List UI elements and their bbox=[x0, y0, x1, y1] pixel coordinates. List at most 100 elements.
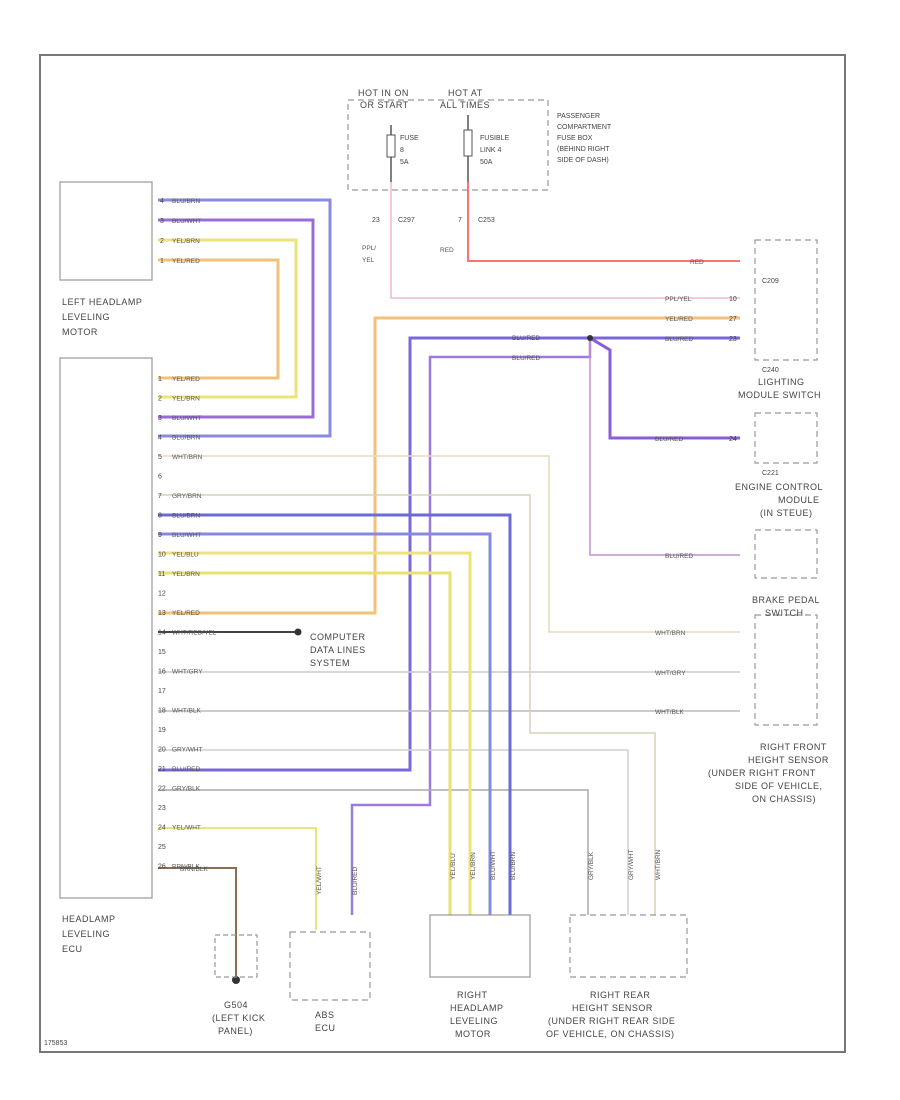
ecu-pin-21: 21 bbox=[158, 766, 166, 773]
ecu-pin-26: 26 bbox=[158, 864, 166, 871]
ecu-wire-18: WHT/BLK bbox=[172, 708, 202, 715]
tag-ppl-yel-right: PPL/YEL bbox=[665, 296, 692, 303]
rf-label-5: ON CHASSIS) bbox=[752, 794, 816, 804]
abs-box bbox=[289, 931, 371, 1001]
motor-wire-1: YEL/RED bbox=[172, 258, 200, 265]
ecu-pin-15: 15 bbox=[158, 649, 166, 656]
right-motor-label-1: RIGHT bbox=[457, 990, 488, 1000]
fuse-label-3: 5A bbox=[400, 159, 409, 166]
ecu-pin-5: 5 bbox=[158, 454, 162, 461]
tag-yel-red: YEL/RED bbox=[665, 316, 693, 323]
ecu-wire-26: BRN/BLK bbox=[172, 864, 200, 871]
rf-sensor-box bbox=[754, 614, 818, 726]
vtag-s2: YEL/BRN bbox=[470, 852, 477, 880]
wires bbox=[158, 182, 740, 980]
vtag-s4: BLU/BRN bbox=[510, 852, 517, 880]
wire-yel-red bbox=[158, 316, 740, 615]
computer-label-2: DATA LINES bbox=[310, 645, 366, 655]
fuse-right-icon bbox=[463, 129, 473, 157]
tag-ground-wire: BRN/BLK bbox=[180, 866, 208, 873]
vtag-s1: YEL/BLU bbox=[450, 853, 457, 880]
rf-label-3: (UNDER RIGHT FRONT bbox=[708, 768, 816, 778]
vtag-s7: WHT/BRN bbox=[655, 849, 662, 880]
wire-ecu9 bbox=[158, 532, 492, 915]
pin-23b: 23 bbox=[729, 336, 737, 343]
engine-label-3: (IN STEUE) bbox=[760, 508, 813, 518]
ground-box bbox=[214, 934, 258, 978]
rr-sensor-box bbox=[569, 914, 688, 978]
right-motor-box bbox=[429, 914, 531, 978]
fuse-left-icon bbox=[386, 134, 396, 158]
ecu-pin-25: 25 bbox=[158, 844, 166, 851]
motor-wire-2: YEL/BRN bbox=[172, 238, 200, 245]
wire-motor-3 bbox=[158, 218, 315, 419]
diagram-frame bbox=[39, 54, 846, 1053]
fusible-label-1: FUSIBLE bbox=[480, 135, 510, 142]
ecu-wire-8: BLU/BRN bbox=[172, 513, 200, 520]
ecu-pin-13: 13 bbox=[158, 610, 166, 617]
hot-all-2: ALL TIMES bbox=[440, 100, 490, 110]
hot-run-2: OR START bbox=[360, 100, 409, 110]
ecu-wire-24: YEL/WHT bbox=[172, 825, 201, 832]
vtag-s3: BLU/WHT bbox=[490, 851, 497, 880]
rf-label-4: SIDE OF VEHICLE, bbox=[735, 781, 823, 791]
tag-blu-red: BLU/RED bbox=[665, 336, 693, 343]
ground-label-2: (LEFT KICK bbox=[212, 1013, 265, 1023]
ecu-wire-13: YEL/RED bbox=[172, 610, 200, 617]
fusible-label-2: LINK 4 bbox=[480, 147, 502, 154]
brake-switch-box bbox=[754, 529, 818, 579]
rf-label-2: HEIGHT SENSOR bbox=[748, 755, 829, 765]
wire-ppl-yel bbox=[390, 182, 740, 299]
fuse-label-1: FUSE bbox=[400, 135, 419, 142]
ecu-pin-12: 12 bbox=[158, 591, 166, 598]
left-motor-box bbox=[59, 181, 153, 281]
lighting-label-1: LIGHTING bbox=[758, 377, 805, 387]
motor-wire-4: BLU/BRN bbox=[172, 198, 200, 205]
ecu-pin-18: 18 bbox=[158, 708, 166, 715]
lighting-module-box bbox=[754, 239, 818, 361]
ecu-pin-4: 4 bbox=[158, 435, 162, 442]
ground-label-3: PANEL) bbox=[218, 1026, 253, 1036]
tag-blu-red-2: BLU/RED bbox=[512, 335, 540, 342]
hot-all-1: HOT AT bbox=[448, 88, 483, 98]
wire-ecu8 bbox=[158, 513, 512, 915]
right-motor-label-3: LEVELING bbox=[450, 1016, 498, 1026]
pin-27: 27 bbox=[729, 316, 737, 323]
ecu-pin-14: 14 bbox=[158, 630, 166, 637]
wire-blu-red-brake bbox=[589, 338, 740, 556]
ecu-wire-3: BLU/WHT bbox=[172, 415, 201, 422]
vtag-abs-left: YEL/WHT bbox=[316, 866, 323, 895]
ecu-wire-22: GRY/BLK bbox=[172, 786, 201, 793]
engine-label-1: ENGINE CONTROL bbox=[735, 482, 823, 492]
tag-wht-gry: WHT/GRY bbox=[655, 670, 686, 677]
brake-label-2: SWITCH bbox=[765, 608, 804, 618]
left-motor-label-2: LEVELING bbox=[62, 312, 110, 322]
component-labels: LEFT HEADLAMP LEVELING MOTOR HEADLAMP LE… bbox=[62, 88, 829, 1039]
ecu-wire-9: BLU/WHT bbox=[172, 532, 201, 539]
ecu-wire-2: YEL/BRN bbox=[172, 396, 200, 403]
tag-blu-red-5: BLU/RED bbox=[665, 553, 693, 560]
conn-c240: C240 bbox=[762, 367, 779, 374]
fuse-box-label-1: PASSENGER bbox=[557, 113, 600, 120]
wire-motor-4 bbox=[158, 198, 332, 438]
engine-label-2: MODULE bbox=[778, 495, 820, 505]
left-motor-label-1: LEFT HEADLAMP bbox=[62, 297, 142, 307]
fusible-label-3: 50A bbox=[480, 159, 493, 166]
abs-label-2: ECU bbox=[315, 1023, 336, 1033]
ecu-wire-1: YEL/RED bbox=[172, 376, 200, 383]
ecu-label-2: LEVELING bbox=[62, 929, 110, 939]
hot-run-1: HOT IN ON bbox=[358, 88, 409, 98]
ecu-wire-11: YEL/BRN bbox=[172, 571, 200, 578]
pin-7: 7 bbox=[458, 217, 462, 224]
ground-label-1: G504 bbox=[224, 1000, 248, 1010]
tag-blu-red-4: BLU/RED bbox=[655, 436, 683, 443]
tag-red-right: RED bbox=[690, 259, 704, 266]
lighting-label-2: MODULE SWITCH bbox=[738, 390, 821, 400]
pin-10: 10 bbox=[729, 296, 737, 303]
pin-23: 23 bbox=[372, 217, 380, 224]
brake-label-1: BRAKE PEDAL bbox=[752, 595, 820, 605]
motor-pin-4: 4 bbox=[160, 198, 164, 205]
rr-label-4: OF VEHICLE, ON CHASSIS) bbox=[546, 1029, 675, 1039]
